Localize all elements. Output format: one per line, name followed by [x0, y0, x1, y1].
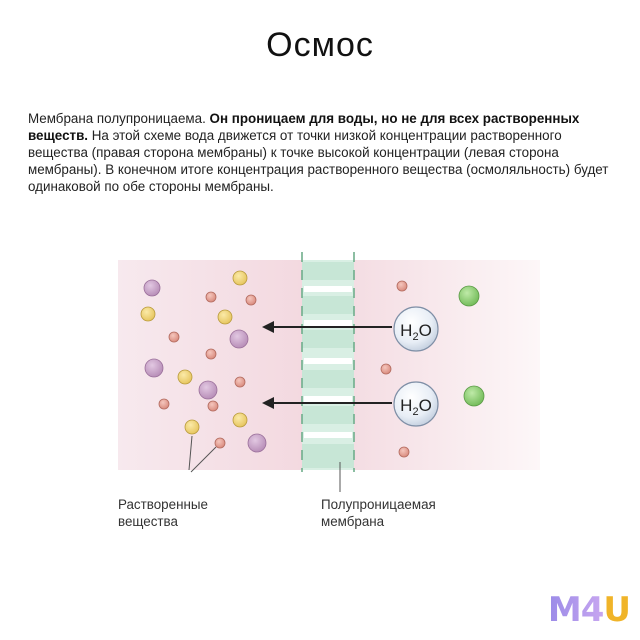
water-molecule: H2O: [393, 306, 439, 352]
solute-yellow: [140, 306, 156, 322]
solute-purple: [144, 358, 164, 378]
water-o: O: [419, 321, 432, 340]
membrane: [301, 252, 355, 472]
description-part2: На этой схеме вода движется от точки низ…: [28, 128, 609, 194]
solute-salmon: [205, 348, 217, 360]
water-h: H: [400, 321, 412, 340]
page-title: Осмос: [266, 26, 374, 64]
solute-yellow: [232, 412, 248, 428]
leader-lines: [188, 435, 341, 492]
solute-salmon: [207, 400, 219, 412]
solute-salmon: [234, 376, 246, 388]
svg-text:H2O: H2O: [400, 321, 432, 343]
membrane-label: Полупроницаемая мембрана: [321, 497, 436, 529]
brand-logo: M4U: [547, 590, 631, 630]
solute-green: [458, 285, 480, 307]
description: Мембрана полупроницаема. Он проницаем дл…: [28, 110, 612, 195]
left-solutes: [140, 270, 267, 453]
right-compartment: [354, 260, 540, 470]
water-h: H: [400, 396, 412, 415]
water-molecule: H2O: [393, 381, 439, 427]
solute-salmon: [245, 294, 257, 306]
solute-salmon: [380, 363, 392, 375]
solute-purple: [247, 433, 267, 453]
solute-yellow: [217, 309, 233, 325]
svg-text:H2O: H2O: [400, 396, 432, 418]
solute-purple: [143, 279, 161, 297]
solute-yellow: [232, 270, 248, 286]
description-part1: Мембрана полупроницаема.: [28, 111, 210, 126]
solute-salmon: [396, 280, 408, 292]
arrowhead-top: [262, 321, 274, 333]
water-flow-arrows: [262, 321, 392, 409]
description-bold: Он проницаем для воды, но не для всех ра…: [28, 111, 580, 143]
water-o: O: [419, 396, 432, 415]
solute-purple: [198, 380, 218, 400]
water-sub: 2: [412, 331, 418, 343]
solute-salmon: [214, 437, 226, 449]
solute-salmon: [205, 291, 217, 303]
solute-green: [463, 385, 485, 407]
solute-salmon: [158, 398, 170, 410]
solute-yellow: [177, 369, 193, 385]
solutes-label: Растворенные вещества: [118, 497, 208, 529]
solute-purple: [229, 329, 249, 349]
water-sub: 2: [412, 406, 418, 418]
arrowhead-bottom: [262, 397, 274, 409]
solute-salmon: [398, 446, 410, 458]
solute-yellow: [184, 419, 200, 435]
solute-salmon: [168, 331, 180, 343]
right-solutes: [380, 280, 485, 458]
